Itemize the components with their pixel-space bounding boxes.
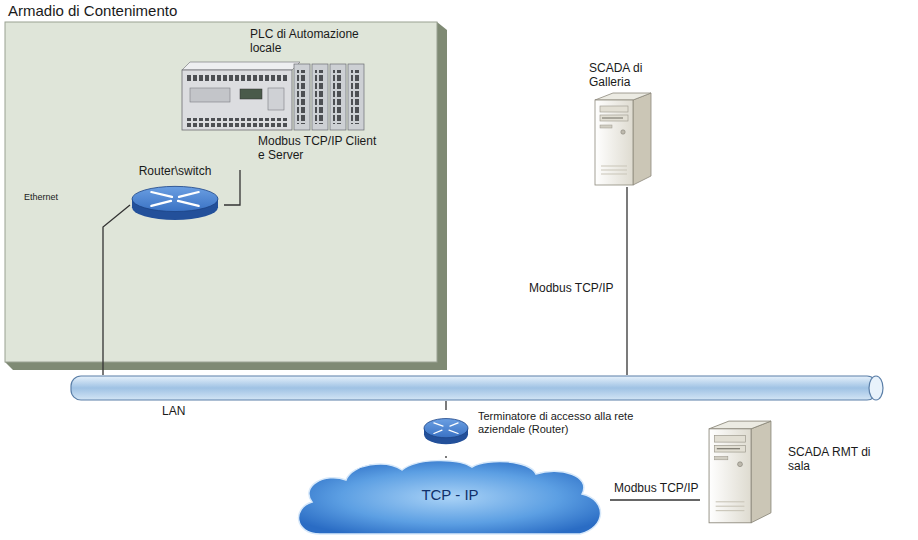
node-label: Router\switch bbox=[130, 165, 220, 179]
text-slot: SCADA di Galleria bbox=[589, 62, 665, 90]
text-slot: LAN bbox=[162, 405, 222, 419]
tcpip-cloud: TCP - IP bbox=[290, 458, 610, 536]
link-label: Ethernet bbox=[22, 192, 60, 202]
link-label: Modbus TCP/IP bbox=[527, 282, 615, 296]
node-label: TCP - IP bbox=[290, 486, 610, 503]
lan-pipe bbox=[70, 375, 885, 401]
node-label: SCADA di Galleria bbox=[589, 62, 665, 90]
node-label: SCADA RMT di sala bbox=[788, 446, 878, 474]
server-tower-icon bbox=[700, 420, 780, 525]
text-slot: SCADA RMT di sala bbox=[788, 446, 878, 474]
text-slot: TCP - IP bbox=[290, 486, 610, 503]
node-label: Terminatore di accesso alla rete azienda… bbox=[478, 410, 646, 435]
text-slot: PLC di Automazione locale bbox=[250, 28, 380, 56]
network-link bbox=[224, 170, 240, 205]
text-slot: Modbus TCP/IP bbox=[612, 482, 700, 496]
text-slot: Ethernet bbox=[22, 192, 60, 202]
enclosure-heading: Armadio di Contenimento bbox=[8, 2, 308, 19]
scada-server: SCADA di Galleria bbox=[585, 62, 669, 187]
access-router: Terminatore di accesso alla rete azienda… bbox=[422, 410, 650, 456]
router-icon bbox=[130, 183, 220, 225]
node-label: Modbus TCP/IP Client e Server bbox=[258, 135, 380, 163]
node-label: LAN bbox=[162, 405, 222, 419]
lan-bus: LAN bbox=[70, 375, 885, 401]
router-icon bbox=[422, 416, 470, 448]
text-slot: Armadio di Contenimento bbox=[8, 2, 308, 19]
plc-unit: PLC di Automazione localeModbus TCP/IP C… bbox=[170, 25, 385, 170]
link-label: Modbus TCP/IP bbox=[612, 482, 700, 496]
text-slot: Router\switch bbox=[130, 165, 220, 179]
cabinet-enclosure: Armadio di ContenimentoPLC di Automazion… bbox=[0, 0, 452, 378]
text-slot: Modbus TCP/IP bbox=[527, 282, 615, 296]
cabinet-panel bbox=[0, 0, 452, 378]
text-slot: Terminatore di accesso alla rete azienda… bbox=[478, 410, 646, 435]
network-link bbox=[626, 187, 627, 375]
scada-server: SCADA RMT di sala bbox=[700, 420, 882, 530]
network-link bbox=[445, 456, 446, 458]
network-link bbox=[445, 401, 446, 410]
network-link bbox=[103, 205, 130, 375]
node-label: PLC di Automazione locale bbox=[250, 28, 380, 56]
network-link bbox=[610, 499, 700, 500]
router-switch: Router\switch bbox=[130, 165, 224, 225]
text-slot: Modbus TCP/IP Client e Server bbox=[258, 135, 380, 163]
server-tower-icon bbox=[593, 92, 653, 187]
plc-illustration bbox=[180, 58, 370, 134]
